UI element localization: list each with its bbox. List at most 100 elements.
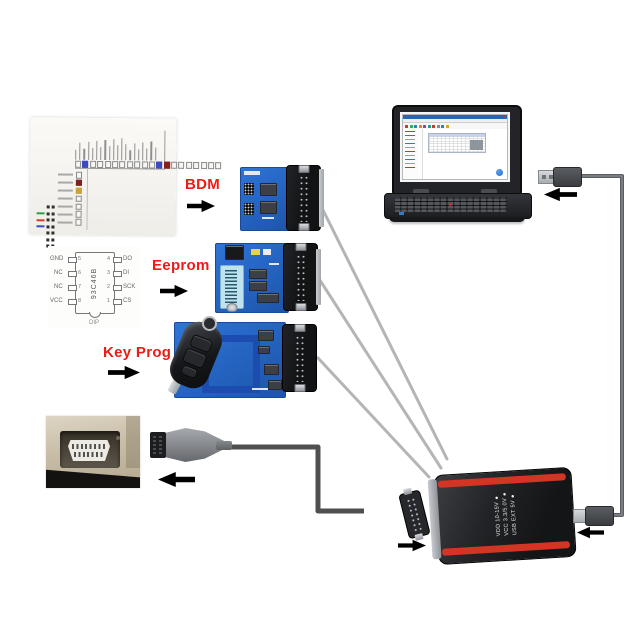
chip-pin-row: NC 6 <box>48 270 88 277</box>
pin-stub <box>113 271 122 277</box>
laptop-hinge <box>413 189 429 194</box>
key-pivot-ring <box>202 316 217 331</box>
pin-number: 1 <box>107 298 111 304</box>
pin-name: DO <box>123 256 132 262</box>
tick-mark <box>121 138 123 161</box>
ic-chip <box>249 281 267 291</box>
screw-post <box>294 384 305 392</box>
tick-mark <box>96 140 98 160</box>
toolbar-button-icon <box>432 124 435 128</box>
pin-checkbox <box>141 161 148 168</box>
ic-chip <box>258 346 270 354</box>
toolbar-button-icon <box>418 124 422 128</box>
pin-number: 3 <box>107 270 111 276</box>
pinout-header-ticks <box>75 130 165 161</box>
obd-socket-slots <box>72 444 106 449</box>
bdm-adapter-board <box>238 165 324 231</box>
laptop-base <box>384 193 532 219</box>
close-icon <box>503 115 506 119</box>
legend-square <box>46 231 50 235</box>
usb-plug-body <box>585 506 614 526</box>
pinout-row <box>57 195 82 202</box>
chip-pin-row: VCC 8 <box>48 298 88 305</box>
tree-item <box>405 166 415 168</box>
pin-header <box>244 203 254 215</box>
usb-hole <box>549 175 553 179</box>
row-label-dash <box>57 197 73 200</box>
obd2-pin-slots <box>153 436 156 454</box>
chip-name: 93C46B <box>91 267 99 299</box>
pin-checkbox <box>171 161 178 169</box>
obd2-connector <box>148 426 236 468</box>
pin-checkbox <box>75 219 82 226</box>
tick-mark <box>125 144 127 161</box>
panel-edge <box>126 416 140 468</box>
tick-mark <box>142 142 144 161</box>
pinout-row <box>57 203 82 210</box>
pin-stub <box>68 257 77 263</box>
pin-checkbox <box>75 195 82 202</box>
pinout-row <box>58 171 83 179</box>
obd2-shell <box>160 428 224 462</box>
pin-checkbox <box>75 203 82 210</box>
eeprom-label: Eeprom <box>152 257 210 274</box>
pin-stub <box>113 299 122 305</box>
chip-pin-row: GND 5 <box>48 256 88 263</box>
led-label-block: VDD 10-15V VCC 3.3/5.0V USB EXT 5V <box>472 481 540 547</box>
pin-checkbox <box>119 161 126 168</box>
keyprog-to-unit-cable <box>316 356 431 479</box>
toolbar-button-icon <box>441 124 444 128</box>
pin-checkbox <box>82 160 89 168</box>
tick-mark <box>87 141 90 160</box>
db25-connector <box>283 243 318 311</box>
legend-square <box>46 205 50 209</box>
mounting-bracket <box>316 249 321 305</box>
chip-pin-row: 3 DI <box>104 270 140 277</box>
window-menubar <box>403 119 507 123</box>
screw-post <box>414 533 424 541</box>
pin-name: VCC <box>50 298 63 304</box>
row-label-dash <box>57 189 73 192</box>
screw-post <box>298 165 309 173</box>
sticker <box>399 212 404 215</box>
db25-pins <box>294 252 308 302</box>
ic-chip <box>257 293 279 303</box>
pin-checkbox <box>126 161 133 168</box>
tree-item <box>405 146 415 148</box>
legend-square <box>46 225 50 229</box>
tick-mark <box>104 140 106 161</box>
screw-post <box>295 303 306 311</box>
obd-socket-slots <box>74 452 104 457</box>
db25-pins <box>293 333 307 383</box>
db25-connector <box>282 324 317 392</box>
silkscreen-mark <box>262 217 274 219</box>
legend-color-dash <box>36 225 45 228</box>
laptop-screen <box>400 112 510 182</box>
tick-mark <box>129 150 131 161</box>
cable-strain-relief <box>216 441 232 450</box>
chip-notch <box>89 312 101 318</box>
pin-checkbox <box>185 161 193 169</box>
pin-checkbox <box>163 161 170 169</box>
trackpoint <box>449 203 452 206</box>
toolbar-button-icon <box>436 124 440 128</box>
ic-chip <box>260 201 277 214</box>
screw-post <box>298 223 309 231</box>
tree-item <box>405 158 415 160</box>
chip-pin-row: 2 SCK <box>104 284 140 291</box>
ic-chip <box>264 364 279 375</box>
laptop-front-lip <box>389 217 525 222</box>
mounting-bracket <box>319 169 324 227</box>
tick-mark <box>117 145 119 161</box>
row-label-dash <box>57 205 73 208</box>
bdm-label: BDM <box>185 176 221 193</box>
obd2-pin-slots <box>159 436 162 454</box>
keyprog-adapter-board <box>165 316 318 400</box>
capacitor-yellow <box>251 249 260 255</box>
pin-name: DI <box>123 270 129 276</box>
pin-stub <box>113 285 122 291</box>
legend-row <box>36 225 55 229</box>
table-line-vertical-2 <box>86 167 89 230</box>
